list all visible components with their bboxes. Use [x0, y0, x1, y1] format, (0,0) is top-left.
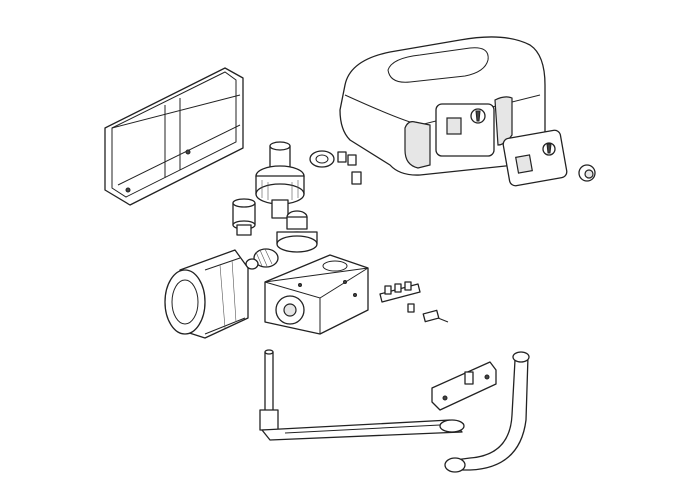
small-gear — [232, 198, 256, 236]
cable-cap — [578, 164, 596, 182]
cover-housing — [339, 36, 546, 176]
gear-shaft — [255, 141, 305, 219]
straight-arm — [259, 349, 465, 441]
key-panel — [502, 129, 568, 187]
bearing-ring — [309, 150, 335, 168]
gearbox — [264, 254, 369, 335]
terminal-block — [379, 281, 421, 313]
display-icon — [446, 117, 462, 135]
worm-screw — [245, 248, 279, 270]
pulley-wheel — [276, 210, 318, 253]
wall-bracket — [431, 361, 497, 411]
terminal-connectors — [337, 151, 362, 185]
curved-arm — [444, 351, 530, 473]
control-panel — [435, 103, 495, 157]
mounting-bracket — [104, 67, 244, 206]
electric-motor — [164, 249, 249, 339]
pin-fitting — [422, 309, 449, 323]
